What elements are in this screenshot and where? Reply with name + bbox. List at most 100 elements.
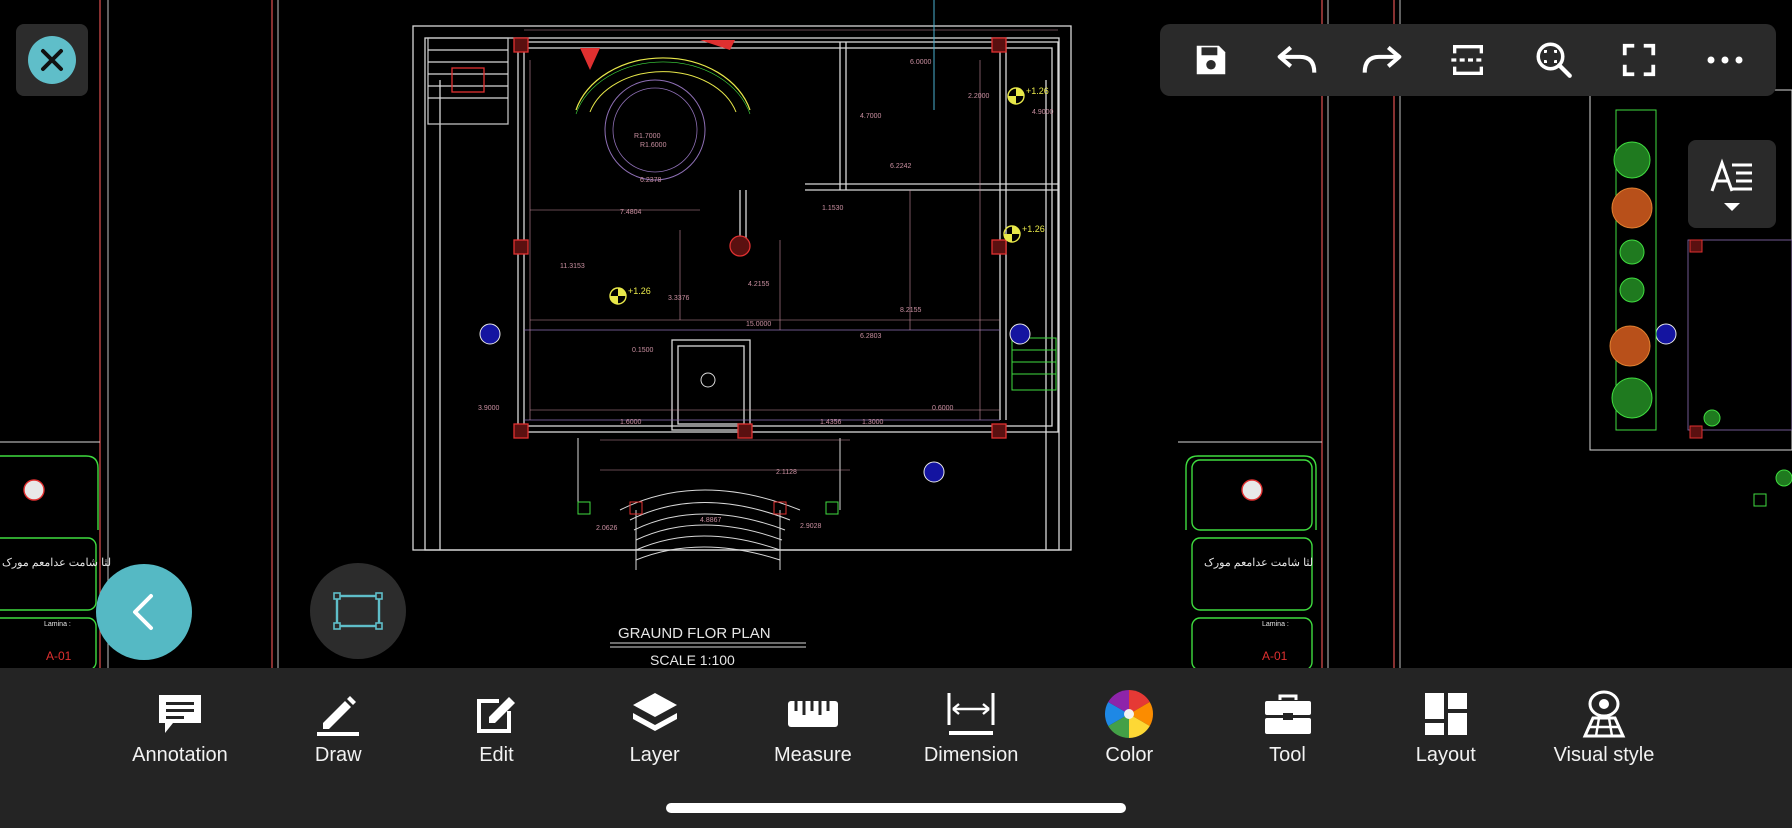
floor-plan [412,25,1072,551]
annotation-icon [159,695,201,733]
svg-text:4.7000: 4.7000 [860,113,882,120]
dimension-texts: 11.3153 7.4804 3.3376 4.2155 15.0000 6.2… [478,59,1054,532]
redo-button[interactable] [1352,30,1412,90]
undo-button[interactable] [1267,30,1327,90]
level-mark-2: +1.26 [1026,86,1049,96]
tool-label: Layout [1415,744,1476,766]
tool-visual-style[interactable]: Visual style [1536,688,1672,768]
svg-text:1.4356: 1.4356 [820,419,842,426]
zoom-extent-button[interactable] [1524,30,1584,90]
landscape-plan-fragment [1589,89,1792,507]
side-stairs [1011,337,1057,391]
visual-style-icon [1582,690,1626,738]
tool-label: Color [1105,744,1154,766]
trim-button[interactable] [1438,30,1498,90]
svg-text:7.4804: 7.4804 [620,209,642,216]
svg-text:1.6000: 1.6000 [620,419,642,426]
tool-annotation[interactable]: Annotation [112,688,248,768]
bottom-toolbar: Annotation Draw Edit Layer Measure Dimen… [0,668,1792,828]
more-icon [1707,56,1743,64]
level-mark-3: +1.26 [1022,224,1045,234]
close-icon [28,36,76,84]
layout-grid-icon [1424,693,1467,735]
level-mark-1: +1.26 [628,286,651,296]
pencil-icon [317,696,360,736]
rectangle-select-icon [333,592,383,630]
save-icon [1196,45,1226,75]
svg-text:0.1500: 0.1500 [632,347,654,354]
fullscreen-icon [1623,43,1656,77]
tool-color[interactable]: Color [1061,688,1197,768]
tool-dimension[interactable]: Dimension [903,688,1039,768]
right-lamina-label: Lamina : [1262,621,1289,628]
tool-label: Draw [314,744,362,766]
tool-edit[interactable]: Edit [428,688,564,768]
svg-text:11.3153: 11.3153 [560,263,585,270]
svg-text:2.0626: 2.0626 [596,525,618,532]
text-style-button[interactable] [1688,140,1776,228]
tool-label: Edit [479,744,514,766]
svg-text:6.2378: 6.2378 [640,177,662,184]
svg-text:3.9000: 3.9000 [478,405,500,412]
level-marks: +1.26 +1.26 +1.26 [609,86,1049,305]
svg-text:0.6000: 0.6000 [932,405,954,412]
dimension-icon [947,693,995,735]
dimension-lines [524,29,1058,471]
drawing-title-block: GRAUND FLOR PLAN SCALE 1:100 [610,625,806,668]
svg-text:4.9000: 4.9000 [1032,109,1054,116]
tool-draw[interactable]: Draw [270,688,406,768]
fullscreen-button[interactable] [1609,30,1669,90]
trim-icon [1451,45,1485,75]
section-markers [479,0,1677,483]
svg-text:1.3000: 1.3000 [862,419,884,426]
layers-icon [632,693,677,731]
drawing-title: GRAUND FLOR PLAN [618,625,771,642]
drawing-scale: SCALE 1:100 [650,652,735,668]
color-wheel-icon [1105,690,1154,738]
tool-measure[interactable]: Measure [745,688,881,768]
sheet-borders [99,0,1401,668]
back-button[interactable] [96,564,192,660]
tool-layer[interactable]: Layer [587,688,723,768]
right-sheet-label: A-01 [1262,649,1288,663]
svg-text:R1.7000: R1.7000 [634,133,661,140]
entrance-stairs [577,438,841,570]
top-toolbar [1160,24,1776,96]
window-select-button[interactable] [310,563,406,659]
tool-label: Annotation [132,744,228,766]
drawing-canvas[interactable]: 11.3153 7.4804 3.3376 4.2155 15.0000 6.2… [0,0,1792,668]
left-sheet-panel [0,441,100,668]
svg-text:6.2242: 6.2242 [890,163,912,170]
svg-text:3.3376: 3.3376 [668,295,690,302]
tool-label: Dimension [923,744,1019,766]
svg-text:1.1530: 1.1530 [822,205,844,212]
toolbox-icon [1264,694,1311,734]
tool-label: Measure [773,744,852,766]
chevron-left-icon [133,594,153,630]
undo-icon [1277,45,1316,73]
spiral-stair [575,40,751,181]
tool-label: Visual style [1553,744,1655,766]
chevron-down-icon [1724,203,1740,211]
svg-text:8.2155: 8.2155 [900,307,922,314]
ruler-icon [787,701,838,727]
tool-label: Tool [1269,744,1306,766]
tool-label: Layer [629,744,680,766]
home-indicator[interactable] [666,803,1126,813]
svg-text:2.9028: 2.9028 [800,523,822,530]
edit-icon [477,697,516,733]
close-button[interactable] [16,24,88,96]
tool-tool[interactable]: Tool [1220,688,1356,768]
svg-text:15.0000: 15.0000 [746,321,771,328]
more-button[interactable] [1695,30,1755,90]
tool-layout[interactable]: Layout [1378,688,1514,768]
right-sheet-panel [1178,441,1322,668]
left-sheet-label: A-01 [46,649,72,663]
left-sheet-text: لثا شامت عدامعم مورک [2,557,111,569]
svg-text:R1.6000: R1.6000 [640,142,667,149]
svg-text:6.0000: 6.0000 [910,59,932,66]
redo-icon [1362,45,1402,73]
svg-text:6.2803: 6.2803 [860,333,882,340]
save-button[interactable] [1181,30,1241,90]
